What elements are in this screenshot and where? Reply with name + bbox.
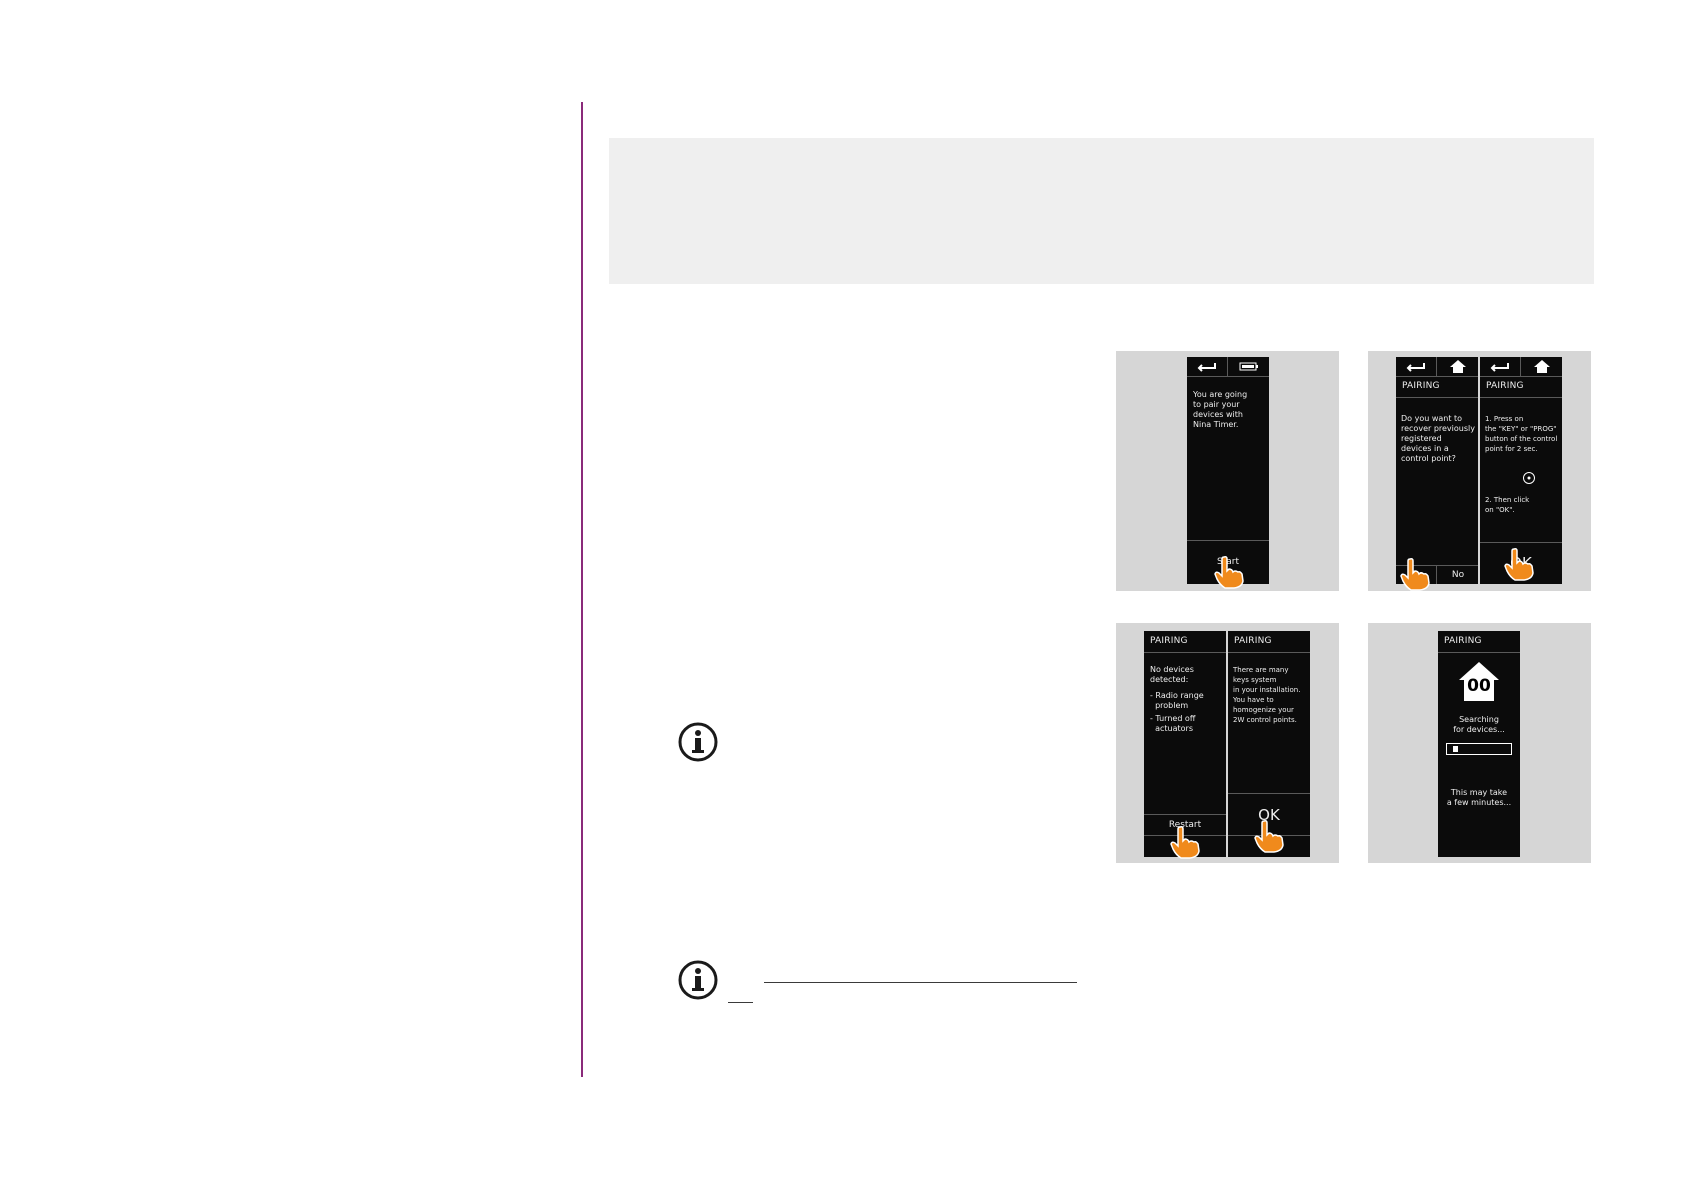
home-icon bbox=[1459, 662, 1499, 701]
device-screen-no-devices: PAIRING No devices detected: - Radio ran… bbox=[1144, 631, 1226, 857]
many-keys-message: There are many keys system in your insta… bbox=[1233, 666, 1301, 724]
device-screen-recover: PAIRING Do you want to recover previousl… bbox=[1396, 357, 1478, 584]
start-message: You are going to pair your devices with … bbox=[1193, 390, 1248, 429]
back-arrow-icon bbox=[1406, 363, 1425, 372]
turned-off-item: - Turned off actuators bbox=[1150, 714, 1196, 733]
margin-divider-line bbox=[581, 102, 583, 1077]
pointing-hand-icon bbox=[1214, 556, 1244, 589]
restart-button[interactable]: Restart bbox=[1144, 814, 1226, 835]
illustration-panel-searching: PAIRING 00 Searching for devices... This… bbox=[1368, 623, 1591, 863]
no-devices-message: No devices detected: bbox=[1150, 665, 1194, 684]
pointing-hand-icon bbox=[1254, 820, 1284, 853]
back-arrow-icon bbox=[1197, 363, 1216, 372]
searching-message: Searching for devices... bbox=[1453, 715, 1505, 734]
device-screen-searching: PAIRING 00 Searching for devices... This… bbox=[1438, 631, 1520, 857]
click-ok-instruction: 2. Then click on "OK". bbox=[1485, 496, 1530, 514]
house-icon: 00 bbox=[1458, 660, 1500, 702]
device-screen-many-keys: PAIRING There are many keys system in yo… bbox=[1228, 631, 1310, 857]
info-circle-icon bbox=[678, 960, 718, 1000]
back-button[interactable] bbox=[1396, 357, 1436, 377]
info-circle-icon bbox=[678, 722, 718, 762]
device-screen-start: You are going to pair your devices with … bbox=[1187, 357, 1269, 584]
illustration-panel-errors: PAIRING No devices detected: - Radio ran… bbox=[1116, 623, 1339, 863]
battery-indicator bbox=[1227, 357, 1269, 377]
illustration-panel-recover: PAIRING Do you want to recover previousl… bbox=[1368, 351, 1591, 591]
key-button-icon bbox=[1523, 472, 1535, 484]
search-progress-fill bbox=[1453, 746, 1458, 752]
device-screen-press-key: PAIRING 1. Press on the "KEY" or "PROG" … bbox=[1480, 357, 1562, 584]
home-button[interactable] bbox=[1436, 357, 1478, 377]
search-progress-bar bbox=[1446, 743, 1512, 755]
start-button[interactable]: Start bbox=[1187, 540, 1269, 584]
ok-button[interactable]: OK bbox=[1228, 793, 1310, 836]
link-underline[interactable] bbox=[764, 982, 1077, 983]
link-underline[interactable] bbox=[728, 1002, 753, 1003]
home-icon bbox=[1450, 360, 1466, 373]
home-button[interactable] bbox=[1520, 357, 1562, 377]
house-number: 00 bbox=[1467, 676, 1491, 696]
home-icon bbox=[1534, 360, 1550, 373]
screen-title: PAIRING bbox=[1438, 631, 1520, 653]
back-button[interactable] bbox=[1187, 357, 1227, 377]
header-band bbox=[609, 138, 1594, 284]
battery-icon bbox=[1239, 362, 1258, 371]
screen-title: PAIRING bbox=[1228, 631, 1310, 653]
back-arrow-icon bbox=[1490, 363, 1509, 372]
screen-title: PAIRING bbox=[1144, 631, 1226, 653]
pointing-hand-icon bbox=[1504, 548, 1534, 581]
illustration-panel-start: You are going to pair your devices with … bbox=[1116, 351, 1339, 591]
secondary-button[interactable] bbox=[1144, 835, 1226, 857]
press-key-instruction: 1. Press on the "KEY" or "PROG" button o… bbox=[1485, 415, 1558, 453]
screen-title: PAIRING bbox=[1396, 376, 1478, 398]
pointing-hand-icon bbox=[1400, 558, 1430, 591]
screen-title: PAIRING bbox=[1480, 376, 1562, 398]
no-button[interactable]: No bbox=[1436, 565, 1478, 584]
radio-range-item: - Radio range problem bbox=[1150, 691, 1204, 710]
recover-question: Do you want to recover previously regist… bbox=[1401, 414, 1475, 463]
back-button[interactable] bbox=[1480, 357, 1520, 377]
pointing-hand-icon bbox=[1170, 826, 1200, 859]
wait-message: This may take a few minutes... bbox=[1446, 788, 1512, 807]
